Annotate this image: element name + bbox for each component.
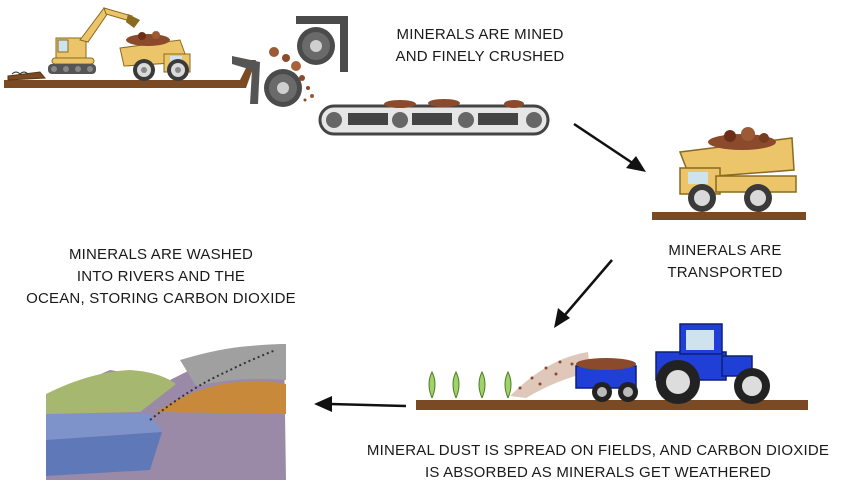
caption-transported-line-1: MINERALS ARE [668,242,782,259]
conveyor-belt-icon [318,99,550,136]
mining-ground [4,60,256,88]
mining-truck-icon [119,31,191,81]
crop-icon [428,370,512,399]
dump-truck-icon [652,127,806,220]
tractor-icon [575,323,770,404]
caption-washed-line-2: INTO RIVERS AND THE [76,268,246,285]
excavator-icon [48,7,140,74]
caption-mined: MINERALS ARE MINED AND FINELY CRUSHED [360,24,600,68]
caption-spread: MINERAL DUST IS SPREAD ON FIELDS, AND CA… [348,440,848,484]
landscape-cross-section-icon [46,344,286,480]
caption-washed-line-1: MINERALS ARE WASHED [68,246,254,263]
mineral-dust-spray [510,352,590,398]
caption-mined-line-1: MINERALS ARE MINED [396,26,564,43]
caption-washed-line-3: OCEAN, STORING CARBON DIOXIDE [26,290,296,307]
caption-mined-line-2: AND FINELY CRUSHED [395,48,565,65]
caption-spread-line-2: IS ABSORBED AS MINERALS GET WEATHERED [424,464,772,481]
crusher-icon [232,16,348,107]
field-ground [416,400,808,410]
arrow-field-to-ocean [314,396,407,412]
arrow-crush-to-transport [573,122,646,172]
caption-transported: MINERALS ARE TRANSPORTED [640,240,810,284]
caption-transported-line-2: TRANSPORTED [667,264,783,281]
arrow-transport-to-field [554,259,613,328]
caption-spread-line-1: MINERAL DUST IS SPREAD ON FIELDS, AND CA… [366,442,830,459]
caption-washed: MINERALS ARE WASHED INTO RIVERS AND THE … [26,244,296,310]
